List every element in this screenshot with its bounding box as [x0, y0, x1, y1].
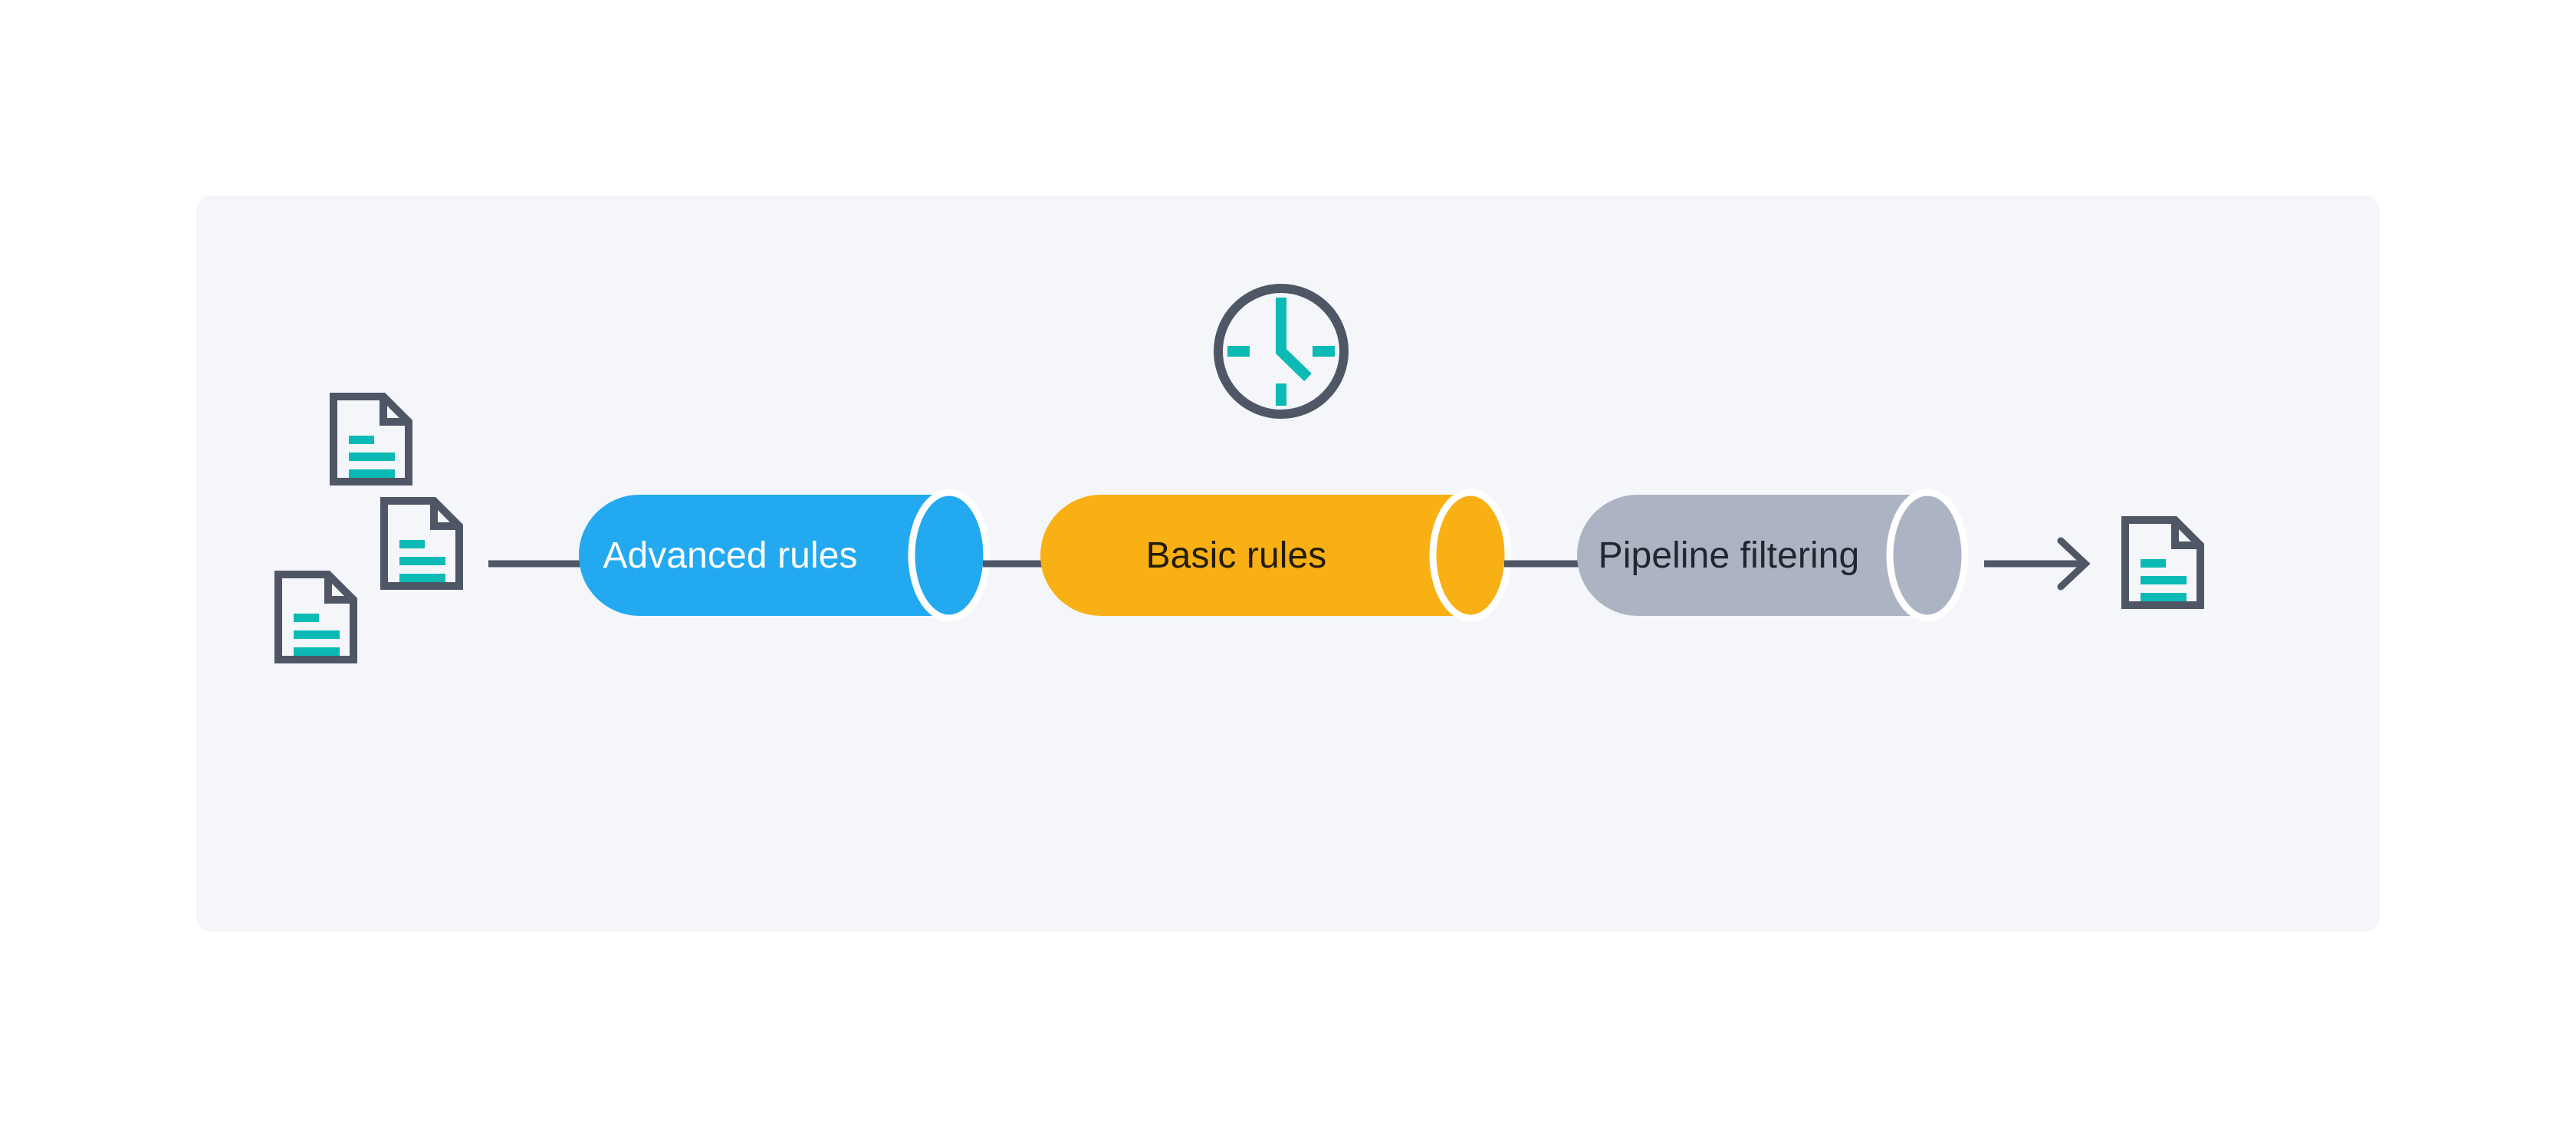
- input-document-2: [384, 501, 459, 586]
- input-document-1: [334, 397, 409, 482]
- node-basic-rules[interactable]: [1040, 489, 1512, 622]
- clock-icon: [1214, 284, 1349, 419]
- arrow-right-icon: [1984, 537, 2091, 591]
- node-advanced-rules[interactable]: [579, 489, 991, 622]
- cylinder-cap-basic: [1429, 489, 1512, 622]
- clock-tick-3: [1313, 346, 1335, 357]
- clock-tick-6: [1276, 383, 1286, 406]
- node-pipeline-filtering[interactable]: [1577, 489, 1969, 622]
- cylinder-cap-advanced: [908, 489, 991, 622]
- cylinder-cap-pipeline: [1886, 489, 1969, 622]
- clock-hands: [1276, 318, 1312, 382]
- output-document-1: [2125, 520, 2200, 605]
- clock-tick-12: [1276, 298, 1286, 320]
- clock-tick-9: [1227, 346, 1250, 357]
- input-document-3: [278, 574, 353, 660]
